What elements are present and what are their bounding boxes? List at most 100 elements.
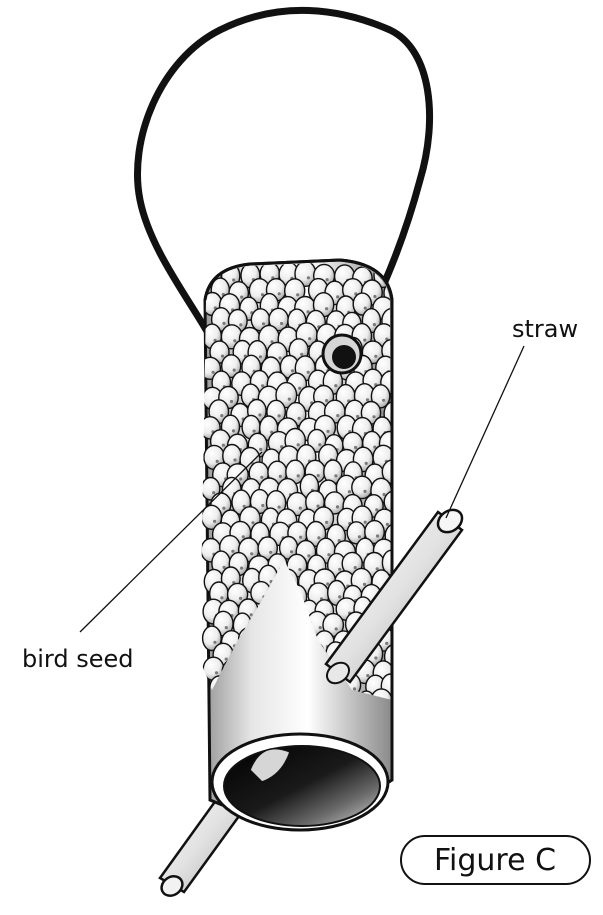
seed-dot: [250, 552, 253, 555]
seed-dot: [393, 323, 396, 326]
seed-dot: [373, 323, 376, 326]
seed-dot: [336, 295, 339, 298]
seed-dot: [396, 295, 399, 298]
seed-dot: [233, 369, 236, 372]
figure-caption-text: Figure C: [434, 843, 556, 878]
seed-dot: [232, 278, 235, 281]
seed-dot: [365, 462, 368, 465]
seed-dot: [348, 490, 351, 493]
seed-dot: [393, 626, 396, 629]
seed-dot: [327, 553, 330, 556]
seed-dot: [239, 477, 242, 480]
seed-dot: [230, 400, 233, 403]
seed-dot: [239, 597, 242, 600]
seed-dot: [298, 417, 301, 420]
seed-dot: [363, 583, 366, 586]
seed-dot: [336, 505, 339, 508]
seed-dot: [278, 356, 281, 359]
seed-dot: [386, 523, 389, 526]
seed-dot: [251, 521, 254, 524]
seed-dot: [233, 339, 236, 342]
seed-dot: [385, 642, 388, 645]
seed-dot: [373, 295, 376, 298]
seed-dot: [353, 687, 356, 690]
seed-dot: [261, 504, 264, 507]
seed-dot: [363, 339, 366, 342]
seed-dot: [307, 276, 310, 279]
seed-dot: [220, 414, 223, 417]
seed-dot: [296, 293, 299, 296]
seed-dot: [307, 371, 310, 374]
seed-dot: [222, 507, 225, 510]
bird-seed-label: bird seed: [22, 645, 133, 673]
straw-leader-line: [446, 346, 524, 518]
seed-dot: [269, 551, 272, 554]
straw-label: straw: [512, 315, 578, 343]
seed-dot: [374, 355, 377, 358]
seed-dot: [225, 658, 228, 661]
seed-dot: [396, 504, 399, 507]
seed-dot: [240, 567, 243, 570]
seed-dot: [297, 474, 300, 477]
seed-dot: [325, 399, 328, 402]
seed-dot: [298, 387, 301, 390]
seed-dot: [317, 536, 320, 539]
seed-dot: [382, 399, 385, 402]
seed-dot: [215, 671, 218, 674]
seed-dot: [297, 443, 300, 446]
seed-dot: [213, 520, 216, 523]
seed-dot: [364, 307, 367, 310]
figure-caption: Figure C: [401, 836, 590, 884]
seed-dot: [259, 355, 262, 358]
seed-dot: [356, 415, 359, 418]
seed-dot: [396, 538, 399, 541]
seed-dot: [259, 448, 262, 451]
seed-dot: [288, 398, 291, 401]
seed-dot: [325, 307, 328, 310]
seed-dot: [250, 613, 253, 616]
seed-dot: [395, 416, 398, 419]
seed-dot: [280, 322, 283, 325]
seed-dot: [363, 490, 366, 493]
seed-dot: [232, 429, 235, 432]
seed-dot: [354, 446, 357, 449]
seed-dot: [278, 414, 281, 417]
seed-dot: [240, 296, 243, 299]
seed-dot: [338, 568, 341, 571]
seed-dot: [394, 474, 397, 477]
seed-dot: [231, 550, 234, 553]
seed-dot: [336, 414, 339, 417]
seed-dot: [318, 443, 321, 446]
seed-dot: [222, 444, 225, 447]
seed-dot: [258, 413, 261, 416]
seed-dot: [308, 337, 311, 340]
seed-dot: [212, 491, 215, 494]
seed-dot: [221, 355, 224, 358]
seed-dot: [233, 458, 236, 461]
seed-dot: [338, 595, 341, 598]
seed-dot: [335, 627, 338, 630]
seed-dot: [316, 505, 319, 508]
seed-dot: [260, 476, 263, 479]
seed-dot: [225, 626, 228, 629]
seed-dot: [317, 474, 320, 477]
seed-dot: [307, 554, 310, 557]
seed-dot: [262, 322, 265, 325]
seed-dot: [299, 507, 302, 510]
seed-dot: [364, 521, 367, 524]
seed-dot: [212, 371, 215, 374]
seed-dot: [239, 323, 242, 326]
seed-dot: [213, 641, 216, 644]
seed-dot: [325, 521, 328, 524]
seed-dot: [220, 596, 223, 599]
seed-dot: [279, 475, 282, 478]
seed-dot: [334, 474, 337, 477]
seed-dot: [376, 534, 379, 537]
seed-dot: [278, 292, 281, 295]
seed-dot: [334, 384, 337, 387]
seed-dot: [374, 656, 377, 659]
seed-dot: [366, 398, 369, 401]
seed-dot: [396, 659, 399, 662]
seed-dot: [222, 322, 225, 325]
